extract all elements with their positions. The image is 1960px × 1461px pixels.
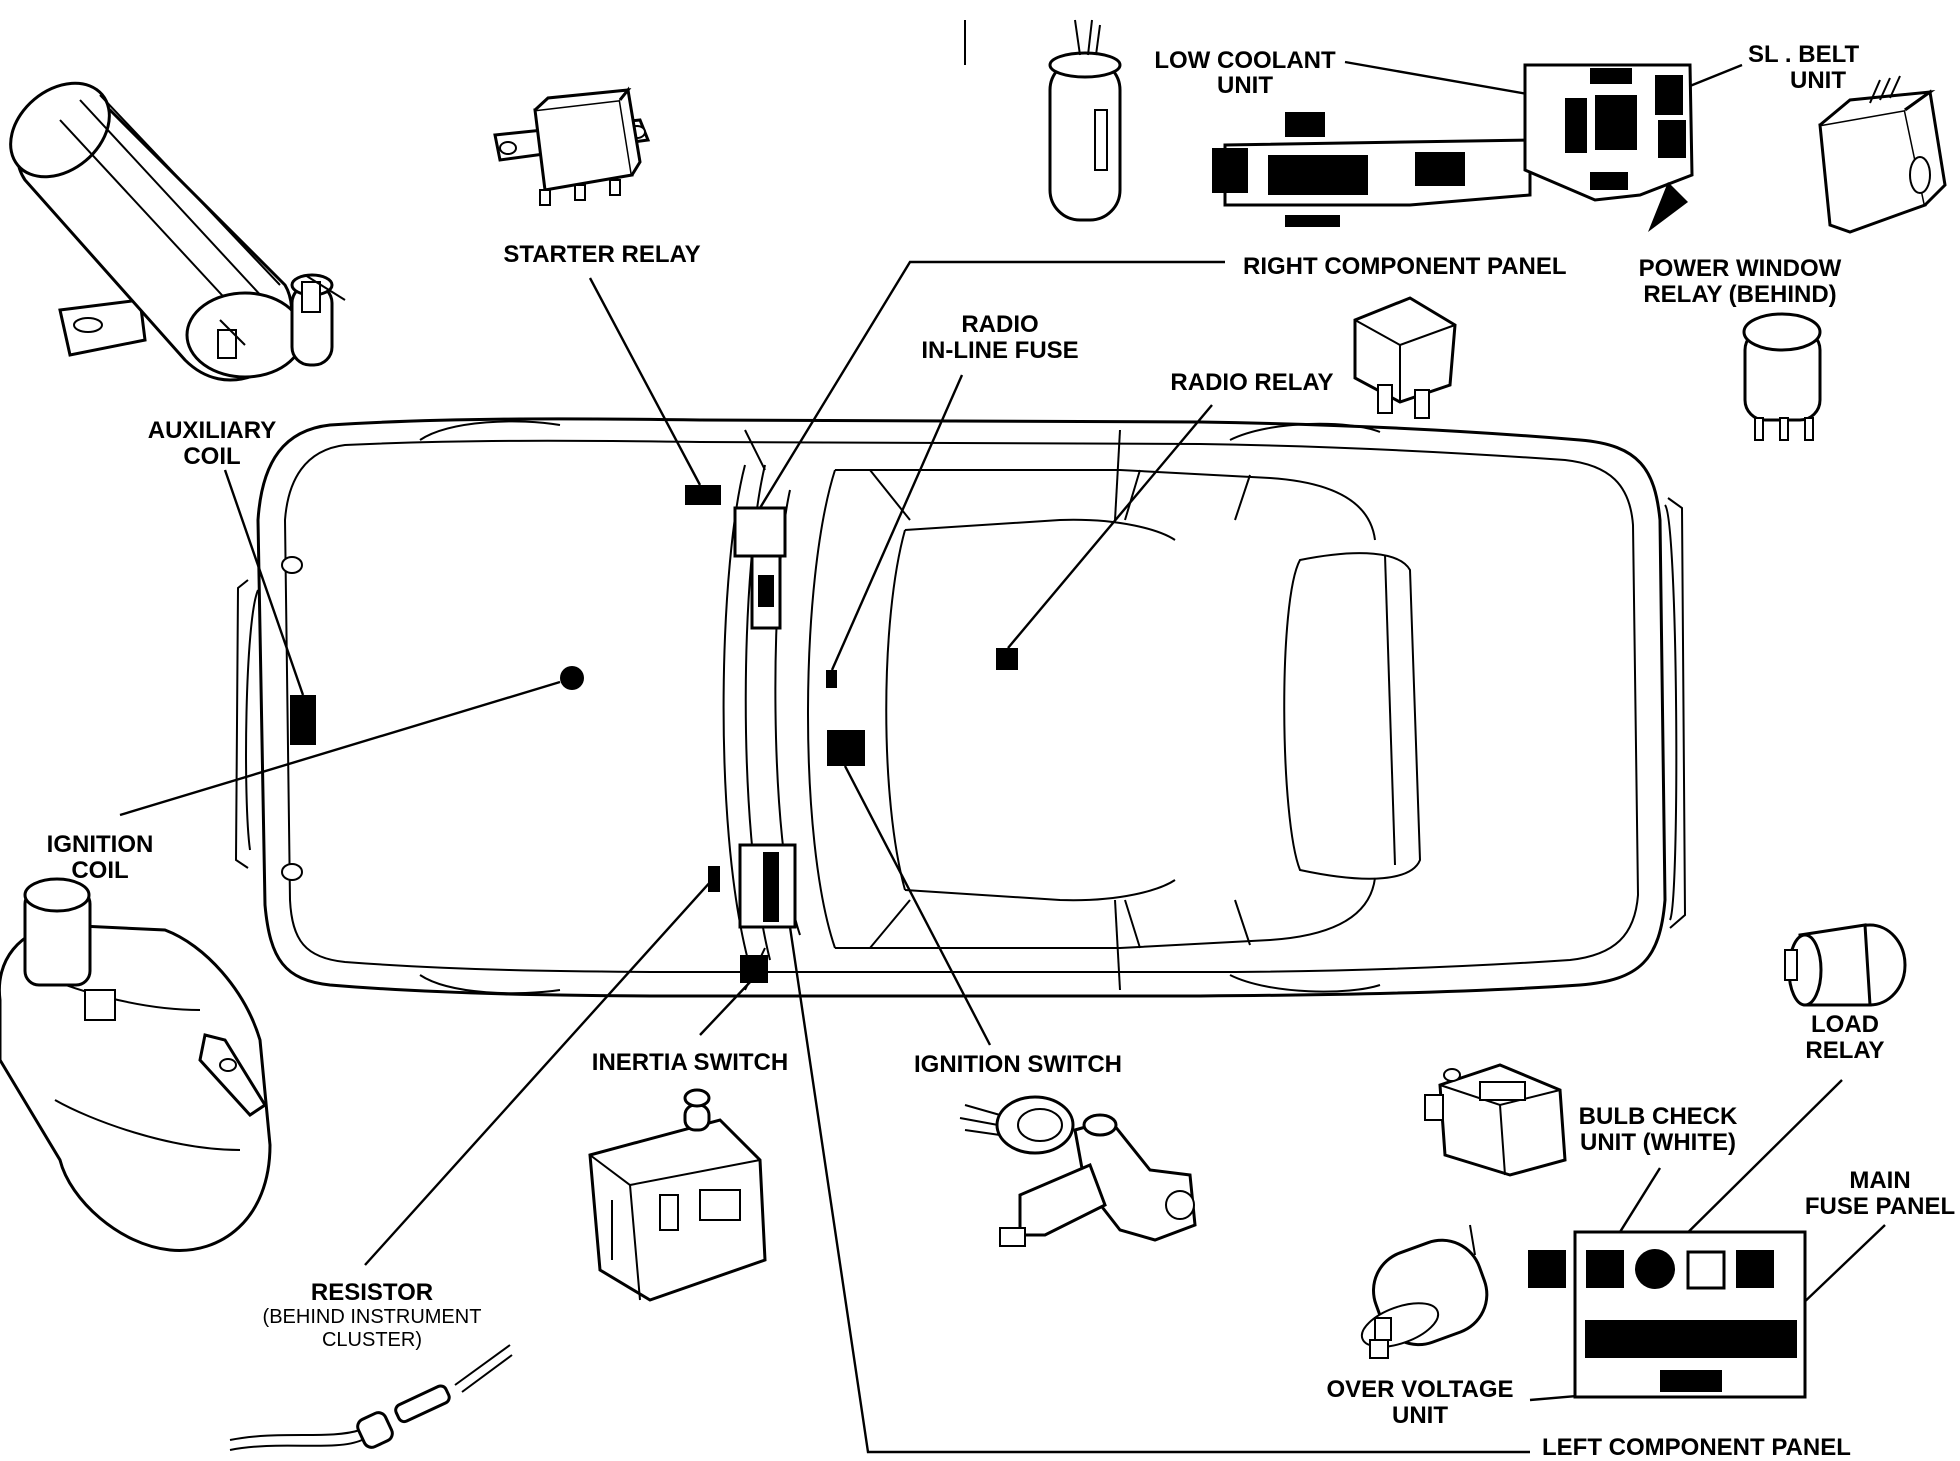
radio-fuse-marker	[826, 670, 837, 688]
coil-icon	[9, 81, 346, 382]
flasher-icon	[1784, 923, 1907, 1007]
relay-icon	[1424, 1063, 1567, 1177]
left-panel-marker	[763, 852, 779, 922]
right-component-panel-detail	[1212, 63, 1694, 232]
right-component-panel-outline	[733, 506, 787, 558]
relay-icon	[493, 86, 651, 206]
label-inertia-switch: INERTIA SWITCH	[592, 1049, 788, 1076]
starter-relay-marker	[685, 485, 721, 505]
label-ignition-switch: IGNITION SWITCH	[914, 1051, 1122, 1078]
coil-icon	[0, 877, 272, 1252]
label-bulb-check-1: BULB CHECK	[1579, 1103, 1738, 1130]
right-panel-marker	[758, 575, 774, 607]
label-resistor-3: CLUSTER)	[322, 1329, 422, 1351]
label-ignition-coil-1: IGNITION	[47, 831, 154, 858]
label-seat-belt-1: SL . BELT	[1748, 41, 1859, 68]
label-seat-belt-2: UNIT	[1790, 67, 1846, 94]
label-auxiliary-coil-1: AUXILIARY	[148, 417, 276, 444]
label-starter-relay: STARTER RELAY	[503, 241, 700, 268]
car-markers	[290, 485, 1018, 983]
label-right-component-panel: RIGHT COMPONENT PANEL	[1243, 253, 1567, 280]
label-radio-fuse-1: RADIO	[961, 311, 1038, 338]
label-low-coolant-1: LOW COOLANT	[1154, 47, 1336, 74]
resistor-marker	[708, 866, 720, 892]
resistor-icon	[229, 1344, 513, 1451]
label-ignition-coil-2: COIL	[71, 857, 128, 884]
capacitor-icon	[964, 19, 1122, 222]
flasher-icon	[1360, 1224, 1489, 1359]
auxiliary-coil-marker	[290, 695, 316, 745]
label-bulb-check-2: UNIT (WHITE)	[1580, 1129, 1736, 1156]
label-radio-fuse-2: IN-LINE FUSE	[921, 337, 1078, 364]
label-radio-relay: RADIO RELAY	[1170, 369, 1333, 396]
label-left-component-panel: LEFT COMPONENT PANEL	[1542, 1434, 1851, 1456]
ignition-coil-marker	[560, 666, 584, 690]
flasher-icon	[1742, 312, 1822, 441]
relay-icon	[1353, 296, 1457, 419]
label-load-relay-1: LOAD	[1811, 1011, 1879, 1038]
label-main-fuse-2: FUSE PANEL	[1805, 1193, 1955, 1220]
label-low-coolant-2: UNIT	[1217, 72, 1273, 99]
ignition-switch-icon	[959, 1095, 1197, 1247]
label-load-relay-2: RELAY	[1805, 1037, 1884, 1064]
main-fuse-panel-detail	[1528, 1230, 1807, 1399]
label-over-voltage-2: UNIT	[1392, 1402, 1448, 1429]
ignition-switch-marker	[827, 730, 865, 766]
label-power-window-1: POWER WINDOW	[1639, 255, 1842, 282]
inertia-switch-icon	[588, 1088, 767, 1302]
label-resistor-1: RESISTOR	[311, 1279, 433, 1306]
right-component-panel-lower	[750, 554, 782, 630]
label-over-voltage-1: OVER VOLTAGE	[1326, 1376, 1513, 1403]
label-main-fuse-1: MAIN	[1849, 1167, 1910, 1194]
inertia-switch-marker	[740, 955, 768, 983]
label-resistor-2: (BEHIND INSTRUMENT	[263, 1306, 482, 1328]
labels: LOW COOLANT UNIT SL . BELT UNIT STARTER …	[47, 41, 1955, 1461]
label-power-window-2: RELAY (BEHIND)	[1643, 281, 1836, 308]
label-auxiliary-coil-2: COIL	[183, 443, 240, 470]
car-outline	[234, 417, 1687, 998]
radio-relay-marker	[996, 648, 1018, 670]
relay-icon	[1818, 75, 1947, 234]
